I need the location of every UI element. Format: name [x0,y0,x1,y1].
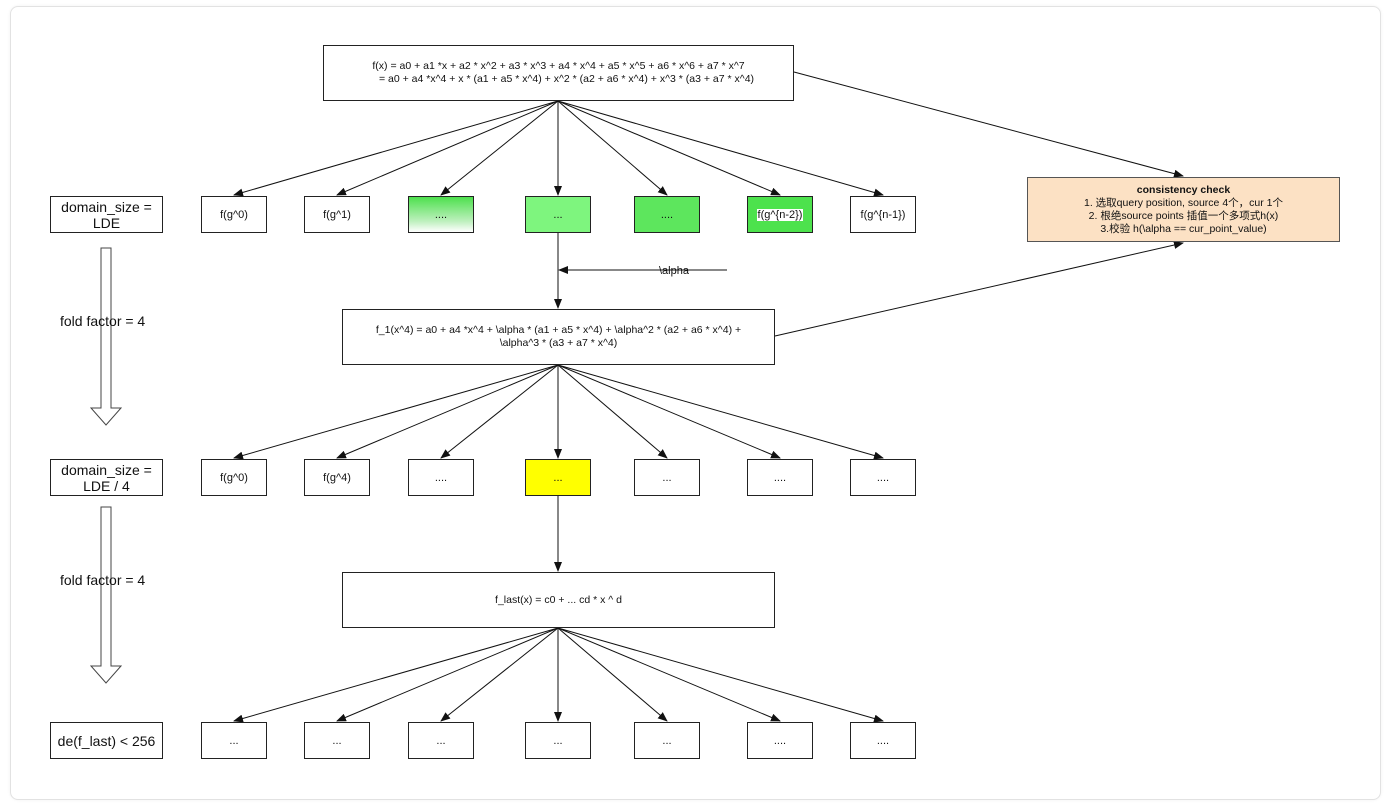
level2-node-5: .... [747,459,813,496]
level2-node-2: .... [408,459,474,496]
level1-node-1-label: f(g^1) [323,208,351,221]
consistency-line3: 3.校验 h(\alpha == cur_point_value) [1100,222,1267,235]
level1-node-2: .... [408,196,474,233]
level3-node-6-label: .... [876,734,890,747]
level2-node-6-label: .... [876,471,890,484]
level3-node-4: ... [634,722,700,759]
f1-formula-box: f_1(x^4) = a0 + a4 *x^4 + \alpha * (a1 +… [342,309,775,365]
level1-node-1: f(g^1) [304,196,370,233]
level1-node-0-label: f(g^0) [220,208,248,221]
level3-node-0: ... [201,722,267,759]
level3-node-1-label: ... [332,734,342,747]
f1-formula-line2: \alpha^3 * (a3 + a7 * x^4) [499,337,618,349]
level1-node-6: f(g^{n-1}) [850,196,916,233]
level2-node-3-label: ... [553,471,563,484]
level1-node-5-label: f(g^{n-2}) [756,208,804,221]
level2-node-6: .... [850,459,916,496]
level3-node-1: ... [304,722,370,759]
level1-node-4: .... [634,196,700,233]
level2-domain-label: domain_size = LDE / 4 [50,459,163,496]
level1-node-0: f(g^0) [201,196,267,233]
top-formula-box: f(x) = a0 + a1 *x + a2 * x^2 + a3 * x^3 … [323,45,794,101]
flast-formula-text: f_last(x) = c0 + ... cd * x ^ d [495,593,622,606]
flast-formula-box: f_last(x) = c0 + ... cd * x ^ d [342,572,775,628]
level1-label-line1: domain_size = [61,198,152,215]
level2-node-1: f(g^4) [304,459,370,496]
level2-label-line1: domain_size = [61,461,152,478]
level2-node-1-label: f(g^4) [323,471,351,484]
level2-label-line2: LDE / 4 [83,477,130,494]
level3-node-4-label: ... [662,734,672,747]
level2-node-4-label: ... [662,471,672,484]
level3-degree-label: de(f_last) < 256 [50,722,163,759]
fold-factor-label-2: fold factor = 4 [60,572,146,588]
level3-node-5: .... [747,722,813,759]
level1-node-6-label: f(g^{n-1}) [860,208,906,221]
level3-node-3-label: ... [553,734,563,747]
level3-label-text: de(f_last) < 256 [57,732,156,749]
level1-label-line2: LDE [92,214,121,231]
level2-node-5-label: .... [773,471,787,484]
level1-domain-label: domain_size = LDE [50,196,163,233]
level2-node-3: ... [525,459,591,496]
diagram-canvas [10,6,1381,800]
top-formula-line2: = a0 + a4 *x^4 + x * (a1 + a5 * x^4) + x… [378,73,755,85]
level2-node-0-label: f(g^0) [220,471,248,484]
f1-formula-line1: f_1(x^4) = a0 + a4 *x^4 + \alpha * (a1 +… [375,324,742,336]
level3-node-0-label: ... [229,734,239,747]
consistency-title: consistency check [1136,183,1231,196]
level3-node-6: .... [850,722,916,759]
top-formula-line1: f(x) = a0 + a1 *x + a2 * x^2 + a3 * x^3 … [372,60,745,72]
level2-node-4: ... [634,459,700,496]
level3-node-5-label: .... [773,734,787,747]
alpha-label: \alpha [659,265,689,277]
level1-node-5: f(g^{n-2}) [747,196,813,233]
level1-node-3-label: ... [553,208,563,221]
level3-node-3: ... [525,722,591,759]
consistency-check-box: consistency check 1. 选取query position, s… [1027,177,1340,242]
level3-node-2: ... [408,722,474,759]
level2-node-0: f(g^0) [201,459,267,496]
level1-node-3: ... [525,196,591,233]
fold-factor-label-1: fold factor = 4 [60,313,146,329]
level3-node-2-label: ... [436,734,446,747]
level1-node-2-label: .... [434,208,448,221]
consistency-line2: 2. 根绝source points 插值一个多项式h(x) [1088,209,1279,222]
consistency-line1: 1. 选取query position, source 4个，cur 1个 [1084,196,1283,209]
level2-node-2-label: .... [434,471,448,484]
level1-node-4-label: .... [660,208,674,221]
